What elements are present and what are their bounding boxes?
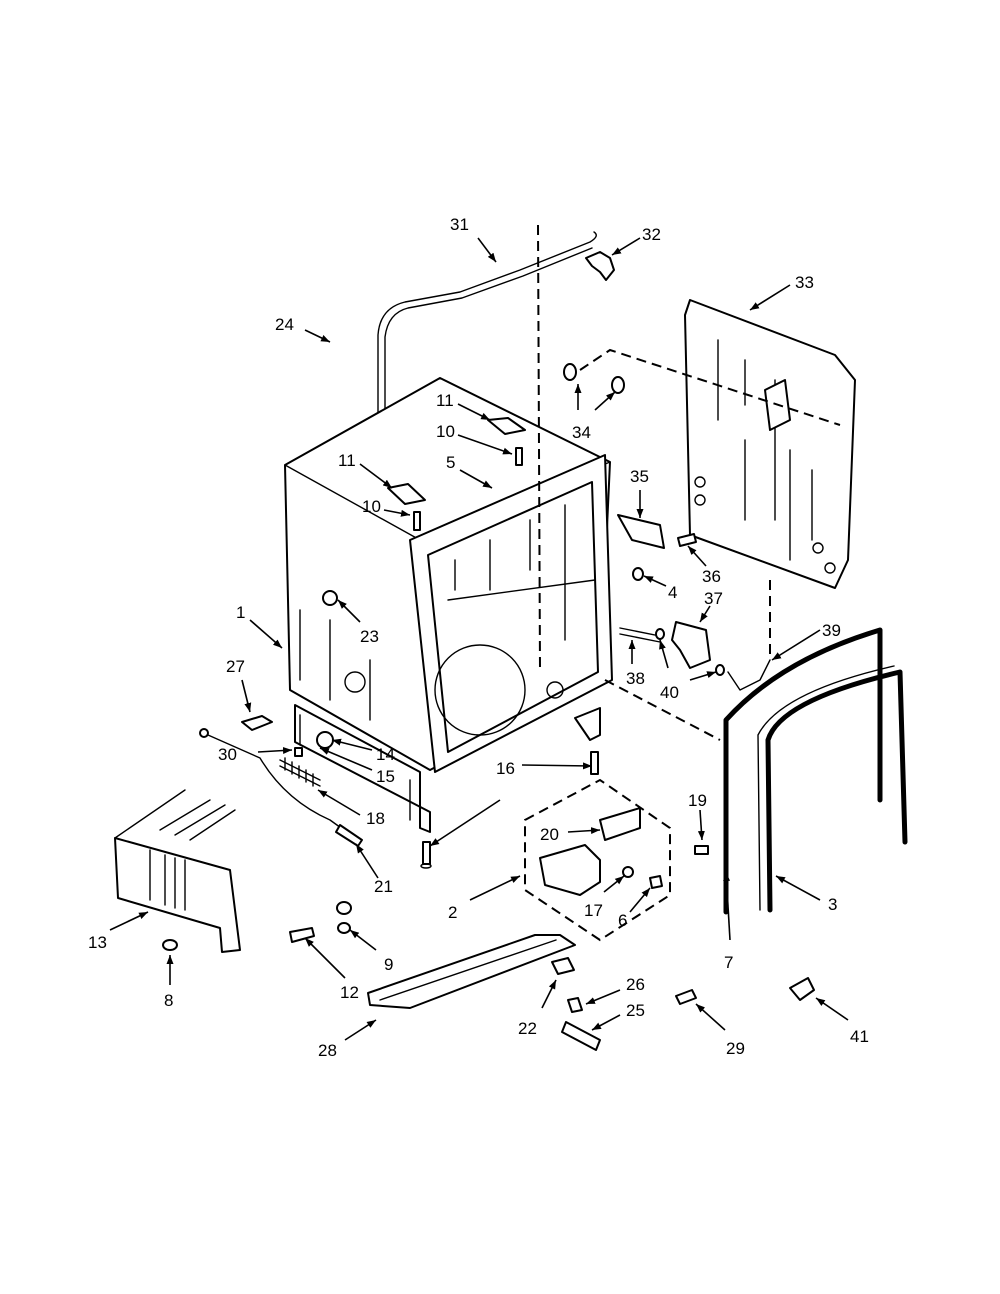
callout-26: 26 <box>626 975 645 994</box>
callout-24: 24 <box>275 315 294 334</box>
part-11-bracket-upper <box>487 417 526 435</box>
part-18-spring <box>279 757 321 787</box>
callout-40: 40 <box>660 683 679 702</box>
part-39-hose <box>727 659 771 691</box>
callout-11-low: 11 <box>338 451 356 470</box>
part-25-bracket <box>561 1021 601 1051</box>
callout-37: 37 <box>704 589 723 608</box>
callout-10-top: 10 <box>436 422 455 441</box>
callout-33: 33 <box>795 273 814 292</box>
callout-29: 29 <box>726 1039 745 1058</box>
callout-32: 32 <box>642 225 661 244</box>
callout-11-top: 11 <box>436 391 454 410</box>
callout-13: 13 <box>88 933 107 952</box>
part-37-water-valve <box>671 621 711 669</box>
part-10-screw-upper <box>515 447 523 466</box>
part-26-clip <box>567 997 583 1013</box>
callout-27: 27 <box>226 657 245 676</box>
callout-2: 2 <box>448 903 457 922</box>
part-17-screw <box>622 866 634 878</box>
part-23-plug <box>322 590 338 606</box>
part-16-leg-right <box>590 751 599 775</box>
part-10-screw-lower <box>413 511 421 531</box>
callout-20: 20 <box>540 825 559 844</box>
part-21-cable <box>199 728 363 847</box>
part-11-bracket-lower <box>387 483 426 505</box>
callout-19: 19 <box>688 791 707 810</box>
part-27-bracket <box>241 715 273 731</box>
assembly-lines <box>537 224 841 741</box>
callout-4: 4 <box>668 583 677 602</box>
callout-1: 1 <box>236 603 245 622</box>
callout-28: 28 <box>318 1041 337 1060</box>
part-4-plug <box>632 567 644 581</box>
part-3-door-seal <box>757 665 908 913</box>
callout-31: 31 <box>450 215 469 234</box>
part-34-screw-left <box>563 363 577 381</box>
callout-39: 39 <box>822 621 841 640</box>
callout-22: 22 <box>518 1019 537 1038</box>
callout-12: 12 <box>340 983 359 1002</box>
callout-16: 16 <box>496 759 515 778</box>
callout-5: 5 <box>446 453 455 472</box>
callout-36: 36 <box>702 567 721 586</box>
part-36-screw <box>677 533 697 547</box>
callout-25: 25 <box>626 1001 645 1020</box>
callout-8: 8 <box>164 991 173 1010</box>
part-31-vent-tube <box>377 231 597 421</box>
part-2-junction-box-group <box>524 778 671 942</box>
callout-14: 14 <box>376 745 395 764</box>
part-9-grommet <box>336 901 352 934</box>
callout-leaders <box>109 237 849 1041</box>
callout-21: 21 <box>374 877 393 896</box>
callout-9: 9 <box>384 955 393 974</box>
part-34-screw-right <box>611 376 625 394</box>
callout-30: 30 <box>218 745 237 764</box>
callout-10-low: 10 <box>362 497 381 516</box>
part-41-clip <box>789 977 815 1001</box>
callout-41: 41 <box>850 1027 869 1046</box>
part-7-gasket <box>723 627 883 915</box>
part-19-screw <box>694 845 709 855</box>
callout-6: 6 <box>618 911 627 930</box>
callout-23: 23 <box>360 627 379 646</box>
part-14-leveling-leg <box>316 731 334 749</box>
callout-3: 3 <box>828 895 837 914</box>
callout-15: 15 <box>376 767 395 786</box>
part-40-clamp-right <box>715 664 725 676</box>
part-22-clip <box>551 957 575 975</box>
part-30-screw <box>294 747 303 757</box>
callout-38: 38 <box>626 669 645 688</box>
part-12-screw <box>289 927 315 943</box>
callout-17: 17 <box>584 901 603 920</box>
callout-34: 34 <box>572 423 591 442</box>
part-6-screw <box>649 875 663 889</box>
part-8-screw <box>162 939 178 951</box>
part-38-pin <box>619 627 661 643</box>
callout-labels: 31 32 33 34 24 11 10 5 11 10 35 36 4 37 … <box>88 215 869 1060</box>
part-40-clamp-left <box>655 628 665 640</box>
callout-7: 7 <box>724 953 733 972</box>
part-16-leg-left <box>420 841 432 869</box>
part-33-side-panel <box>684 299 856 589</box>
part-13-toe-panel <box>114 789 241 953</box>
callout-35: 35 <box>630 467 649 486</box>
part-24-tub <box>284 377 613 773</box>
callout-18: 18 <box>366 809 385 828</box>
part-35-bracket <box>617 514 665 549</box>
part-32-clip <box>585 251 615 281</box>
part-29-connector <box>675 989 697 1005</box>
part-28-toe-panel-strip <box>367 934 576 1009</box>
